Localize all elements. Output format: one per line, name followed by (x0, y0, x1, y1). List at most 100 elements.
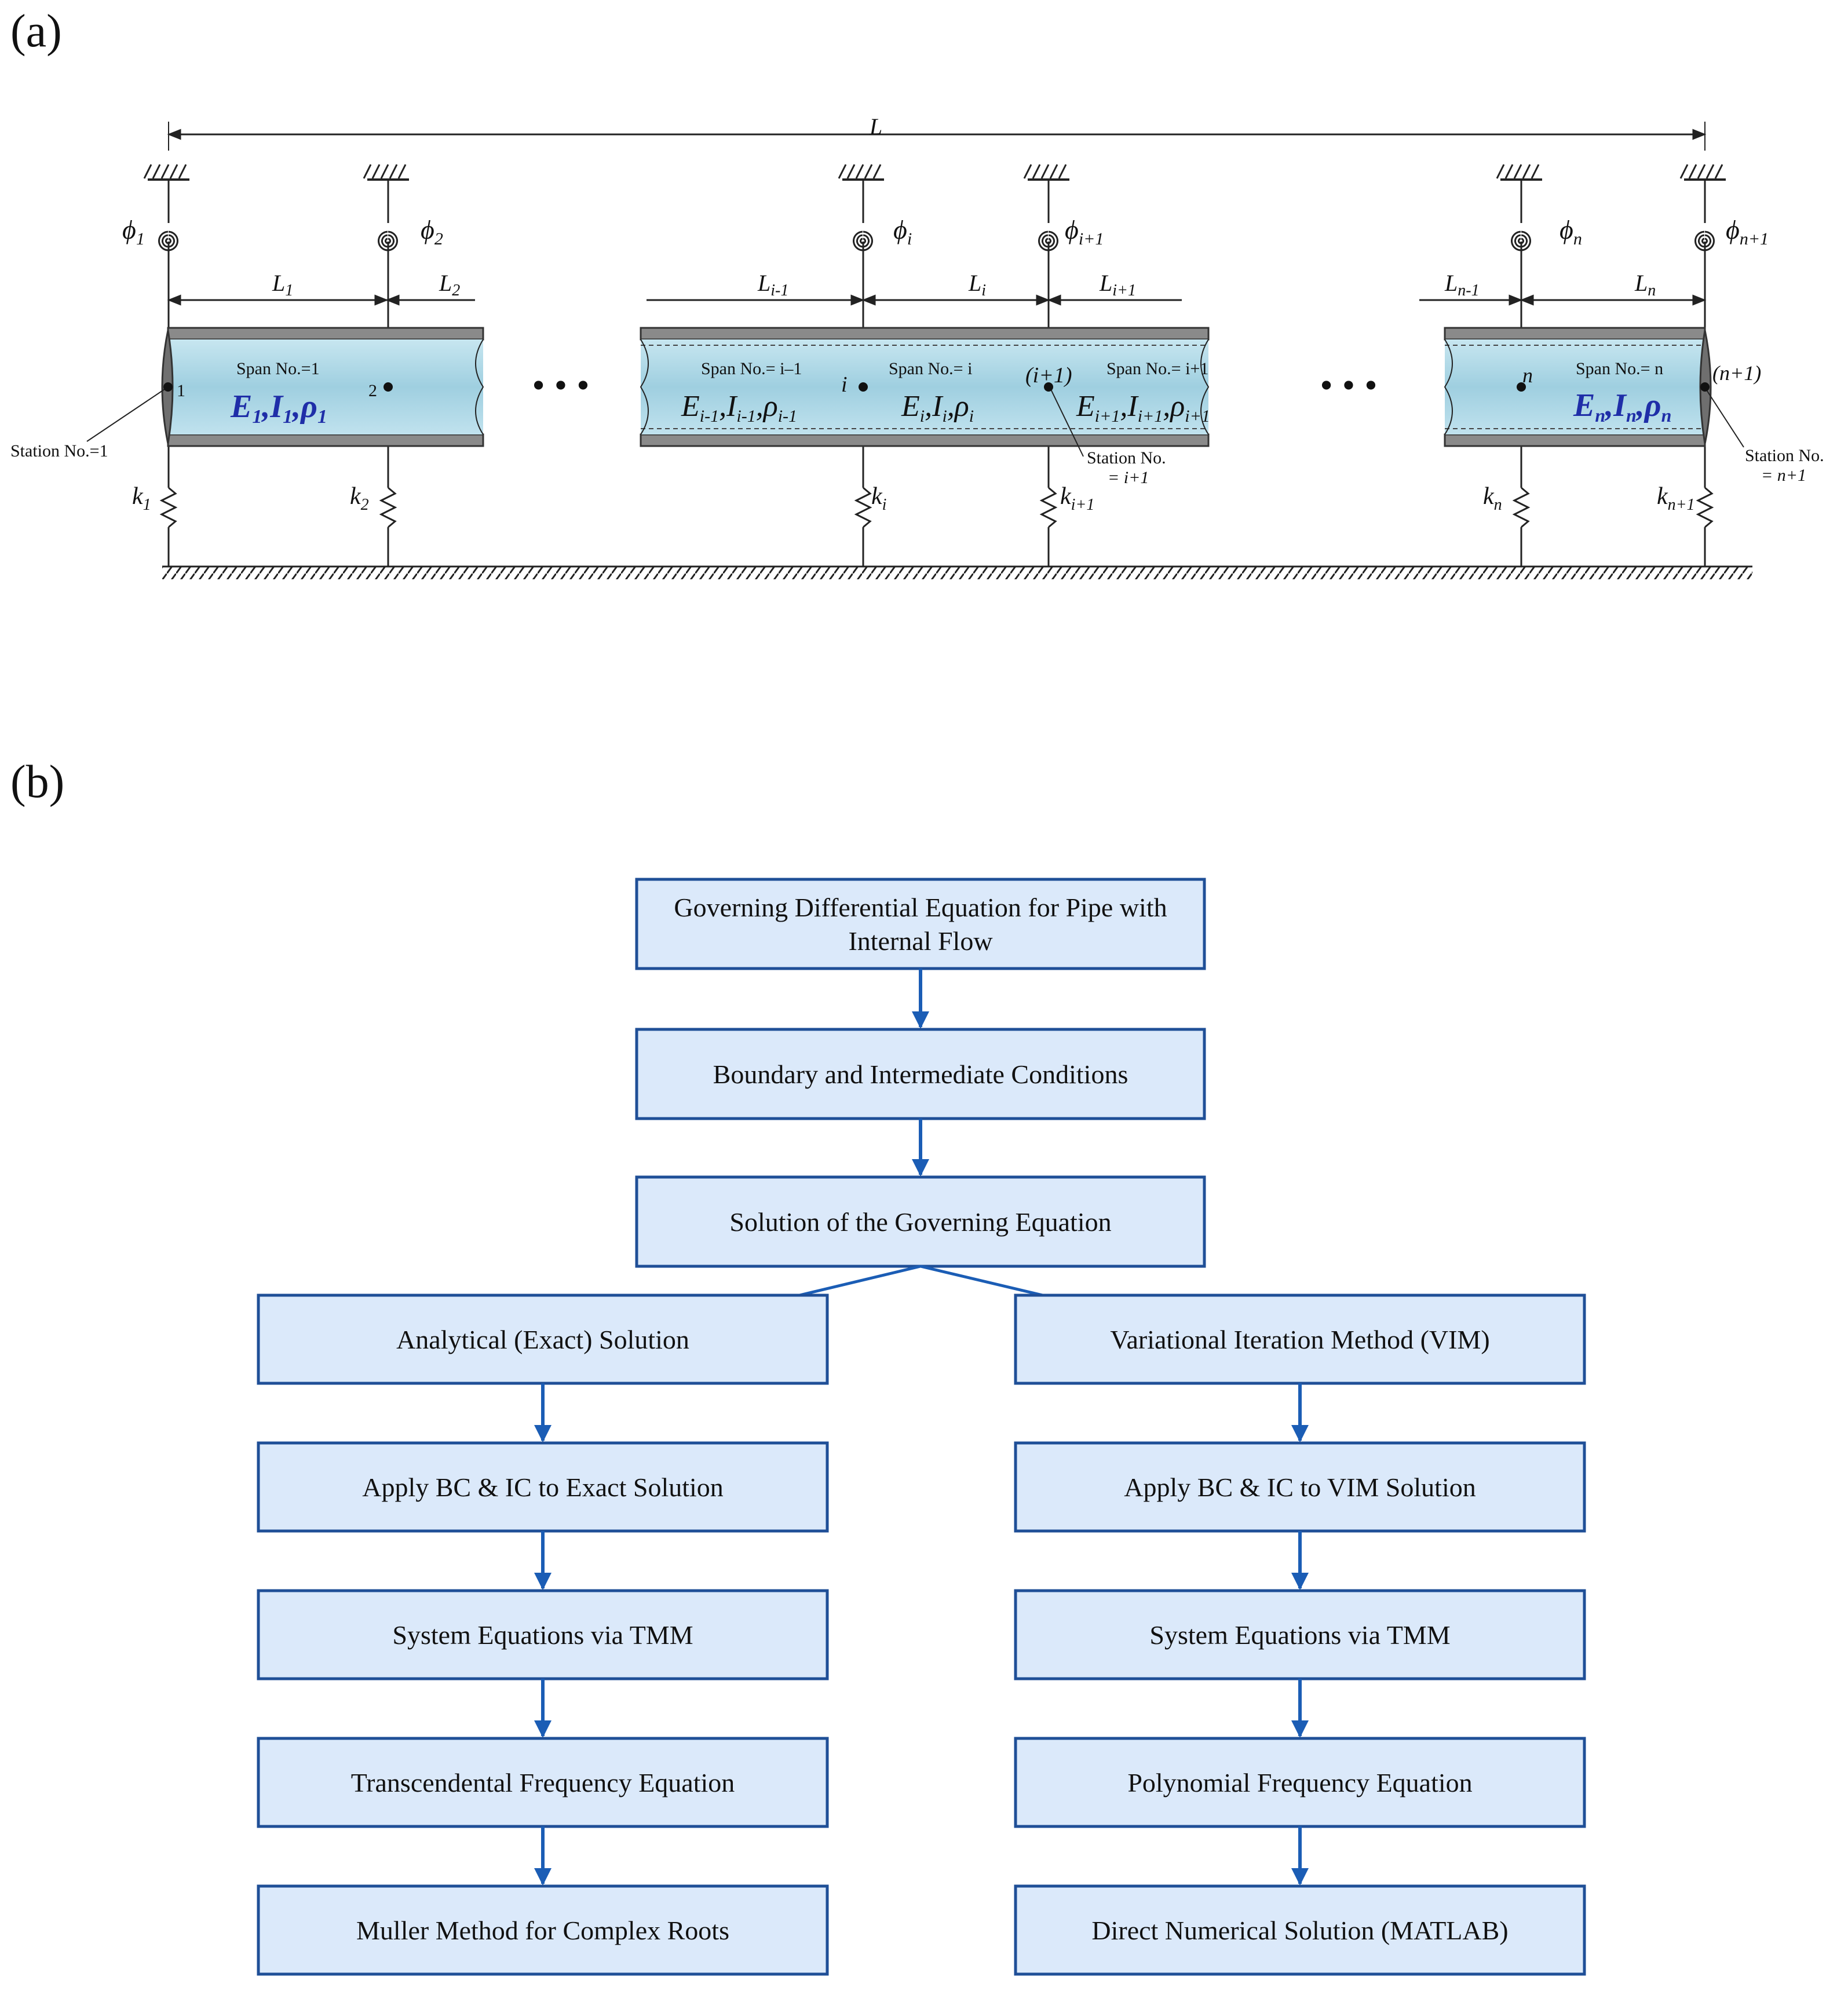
station-i-label: i (841, 372, 848, 397)
top-box-2: Boundary and Intermediate Conditions (635, 1028, 1206, 1120)
total-length-label: L (869, 114, 882, 140)
top-box-2-text-1: Boundary and Intermediate Conditions (713, 1059, 1128, 1089)
station-callout-i-plus-1-leader (1049, 386, 1084, 457)
left-box-4: Transcendental Frequency Equation (257, 1737, 829, 1828)
ground (162, 565, 1752, 579)
support-2: ϕ2 k2 (350, 164, 443, 567)
span-label-1: Span No.=1 (236, 359, 320, 378)
right-box-5-text-1: Direct Numerical Solution (MATLAB) (1091, 1916, 1508, 1945)
props-i: Ei,Ii,ρi (901, 390, 974, 426)
pipe-segment-2 (640, 327, 1210, 447)
station-dot-2 (384, 382, 393, 392)
left-box-3-text-1: System Equations via TMM (392, 1620, 693, 1650)
k-label-6: kn+1 (1657, 483, 1695, 514)
support-6: ϕn+1 kn+1 (1657, 164, 1769, 567)
linear-spring-icon (1512, 487, 1531, 528)
dim-L2: L2 (439, 270, 460, 299)
k-label-3: ki (871, 483, 886, 514)
k-label-2: k2 (350, 483, 369, 514)
left-box-1: Analytical (Exact) Solution (257, 1294, 829, 1385)
phi-label-2: ϕ2 (421, 215, 443, 249)
station-callout-1: Station No.=1 (10, 441, 108, 461)
support-1: ϕ1 k1 (122, 164, 189, 567)
right-box-5: Direct Numerical Solution (MATLAB) (1014, 1884, 1586, 1976)
left-box-4-text-1: Transcendental Frequency Equation (351, 1768, 735, 1797)
station-dots (163, 382, 1710, 392)
left-box-2: Apply BC & IC to Exact Solution (257, 1441, 829, 1533)
ellipsis-2: • • • (1320, 364, 1377, 405)
right-box-3-text-1: System Equations via TMM (1149, 1620, 1450, 1650)
support-columns: ϕ1 k1 ϕ2 k2 ϕi ki ϕi+1 ki+1 ϕn kn ϕn+1 kn+1 (122, 164, 1769, 567)
dim-L-i: Li (968, 270, 986, 299)
top-box-1: Governing Differential Equation for Pipe… (635, 878, 1206, 970)
flowchart: Governing Differential Equation for Pipe… (257, 878, 1586, 1976)
span-label-i-plus-1: Span No.= i+1 (1106, 359, 1208, 378)
linear-spring-icon (1696, 487, 1714, 528)
station-dot-i (859, 382, 868, 392)
support-4: ϕi+1 ki+1 (1023, 164, 1104, 567)
station-n-plus-1-label: (n+1) (1712, 361, 1761, 385)
station-callout-i-plus-1-line2: = i+1 (1108, 468, 1149, 487)
split-line-right (920, 1265, 1043, 1297)
left-box-5: Muller Method for Complex Roots (257, 1884, 829, 1976)
top-box-3: Solution of the Governing Equation (635, 1175, 1206, 1268)
span-label-i: Span No.= i (889, 359, 972, 378)
props-1: E1,I1,ρ1 (230, 389, 327, 427)
props-i-minus-1: Ei-1,Ii-1,ρi-1 (681, 390, 797, 426)
pipe-segment-3 (1444, 327, 1712, 447)
station-callout-n-plus-1-line1: Station No. (1745, 446, 1824, 465)
station-callout-n-plus-1-line2: = n+1 (1761, 466, 1806, 485)
station-2-label: 2 (368, 381, 377, 400)
station-n-label: n (1522, 364, 1533, 387)
k-label-1: k1 (132, 483, 151, 514)
ellipsis-1: • • • (532, 364, 589, 405)
right-box-2: Apply BC & IC to VIM Solution (1014, 1441, 1586, 1533)
left-box-2-text-1: Apply BC & IC to Exact Solution (362, 1472, 724, 1502)
phi-label-6: ϕn+1 (1726, 215, 1769, 249)
k-label-4: ki+1 (1060, 483, 1094, 514)
right-box-1: Variational Iteration Method (VIM) (1014, 1294, 1586, 1385)
right-box-3: System Equations via TMM (1014, 1589, 1586, 1680)
phi-label-5: ϕn (1560, 215, 1582, 249)
split-line-left (799, 1265, 921, 1297)
phi-label-3: ϕi (893, 215, 912, 249)
dim-L-i-minus-1: Li-1 (757, 270, 788, 299)
dim-L-n: Ln (1634, 270, 1656, 299)
right-box-2-text-1: Apply BC & IC to VIM Solution (1124, 1472, 1476, 1502)
k-label-5: kn (1483, 483, 1502, 514)
station-1-label: 1 (177, 381, 185, 400)
station-callout-i-plus-1-line1: Station No. (1087, 448, 1166, 467)
dim-L-n-minus-1: Ln-1 (1444, 270, 1480, 299)
left-box-1-text-1: Analytical (Exact) Solution (396, 1325, 689, 1354)
top-box-3-text-1: Solution of the Governing Equation (729, 1207, 1111, 1237)
linear-spring-icon (1039, 487, 1058, 528)
station-callout-n-plus-1-leader (1705, 389, 1744, 448)
dim-L-i-plus-1: Li+1 (1099, 270, 1136, 299)
support-5: ϕn kn (1483, 164, 1582, 567)
linear-spring-icon (159, 487, 178, 528)
right-box-4: Polynomial Frequency Equation (1014, 1737, 1586, 1828)
panel-b-label: (b) (10, 757, 64, 808)
props-i-plus-1: Ei+1,Ii+1,ρi+1 (1076, 390, 1210, 426)
station-dot-i-plus-1 (1044, 382, 1053, 392)
top-box-1-text-1: Governing Differential Equation for Pipe… (674, 893, 1167, 922)
total-length-dimension: L (167, 114, 1707, 151)
right-box-1-text-1: Variational Iteration Method (VIM) (1110, 1325, 1489, 1354)
top-box-1-text-2: Internal Flow (848, 926, 993, 956)
span-label-i-minus-1: Span No.= i–1 (701, 359, 802, 378)
station-dot-n (1517, 382, 1526, 392)
span-label-n: Span No.= n (1576, 359, 1663, 378)
right-box-4-text-1: Polynomial Frequency Equation (1127, 1768, 1472, 1797)
dim-L1: L1 (272, 270, 293, 299)
phi-label-4: ϕi+1 (1065, 215, 1104, 249)
station-dot-n-plus-1 (1700, 382, 1710, 392)
support-3: ϕi ki (838, 164, 912, 567)
phi-label-1: ϕ1 (122, 215, 145, 249)
station-dot-1 (163, 382, 173, 392)
left-box-5-text-1: Muller Method for Complex Roots (356, 1916, 729, 1945)
station-callout-1-leader (86, 386, 169, 442)
linear-spring-icon (379, 487, 397, 528)
pipe-segment-1 (161, 327, 484, 447)
linear-spring-icon (854, 487, 872, 528)
